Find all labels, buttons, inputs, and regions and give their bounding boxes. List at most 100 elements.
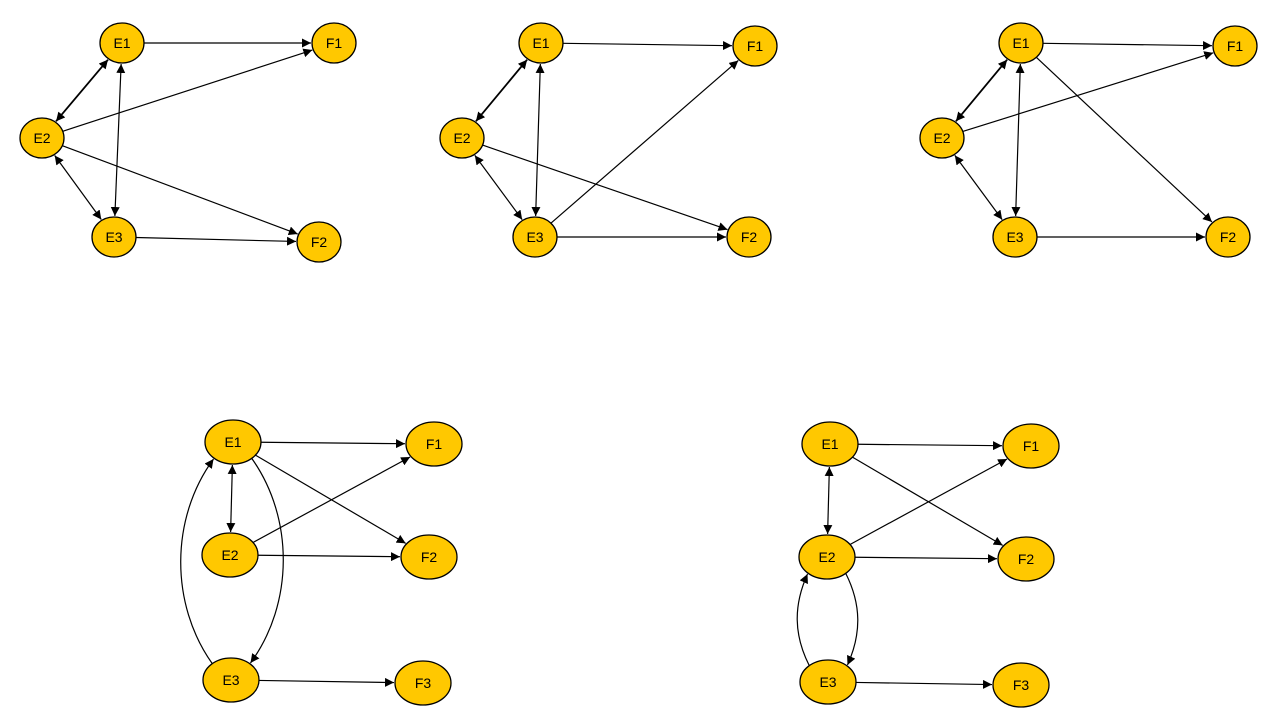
node-label: E1 bbox=[532, 35, 549, 51]
node-label: E3 bbox=[105, 229, 122, 245]
node-e3: E3 bbox=[992, 216, 1038, 258]
edge-e2-e3 bbox=[54, 155, 102, 220]
node-f2: F2 bbox=[726, 216, 772, 258]
edge-e2-f2 bbox=[854, 554, 998, 564]
node-shape bbox=[992, 662, 1050, 708]
edge-e1-f1 bbox=[1042, 41, 1213, 51]
node-f2: F2 bbox=[1205, 216, 1251, 258]
node-f1: F1 bbox=[1002, 423, 1060, 469]
diagram-2-edges bbox=[474, 41, 739, 242]
edge-e3-f2 bbox=[135, 236, 297, 246]
node-label: F1 bbox=[326, 35, 343, 51]
edge-e2-f2 bbox=[62, 145, 298, 236]
node-e1: E1 bbox=[801, 421, 859, 467]
node-shape bbox=[394, 660, 452, 706]
node-e3: E3 bbox=[202, 657, 260, 703]
edge-e2-f2 bbox=[257, 552, 401, 562]
node-shape bbox=[202, 657, 260, 703]
node-label: E3 bbox=[526, 229, 543, 245]
node-shape bbox=[296, 221, 342, 263]
edge-e2-e1 bbox=[475, 59, 528, 122]
edge-e1-f1 bbox=[562, 41, 733, 51]
node-label: F2 bbox=[311, 234, 328, 250]
node-shape bbox=[201, 532, 259, 578]
node-label: E2 bbox=[818, 549, 835, 565]
node-shape bbox=[799, 659, 857, 705]
edge-e1-f2 bbox=[1035, 56, 1213, 223]
edge-e3-f1 bbox=[550, 60, 739, 224]
node-f3: F3 bbox=[992, 662, 1050, 708]
edge-e2-e3 bbox=[845, 573, 859, 666]
edge-e1-f1 bbox=[857, 441, 1003, 451]
edge-e1-e3 bbox=[1011, 63, 1025, 217]
node-label: F3 bbox=[415, 675, 432, 691]
node-e2: E2 bbox=[798, 534, 856, 580]
edge-e2-e3 bbox=[954, 155, 1003, 220]
node-label: E3 bbox=[819, 674, 836, 690]
node-shape bbox=[19, 117, 65, 159]
node-f2: F2 bbox=[997, 536, 1055, 582]
node-e1: E1 bbox=[99, 22, 145, 64]
node-e3: E3 bbox=[799, 659, 857, 705]
edge-e2-f1 bbox=[62, 48, 313, 132]
node-label: E3 bbox=[222, 672, 239, 688]
node-f1: F1 bbox=[732, 25, 778, 67]
node-shape bbox=[726, 216, 772, 258]
node-f1: F1 bbox=[405, 421, 463, 467]
node-shape bbox=[732, 25, 778, 67]
edge-e1-e2 bbox=[823, 466, 834, 535]
edge-e1-e2 bbox=[226, 464, 237, 533]
node-shape bbox=[91, 216, 137, 258]
node-shape bbox=[99, 22, 145, 64]
node-label: F2 bbox=[1018, 551, 1035, 567]
node-shape bbox=[992, 216, 1038, 258]
edge-e1-f2 bbox=[852, 456, 1004, 546]
node-shape bbox=[439, 117, 485, 159]
node-f1: F1 bbox=[311, 22, 357, 64]
node-e3: E3 bbox=[91, 216, 137, 258]
node-label: E2 bbox=[221, 547, 238, 563]
node-shape bbox=[512, 216, 558, 258]
node-e1: E1 bbox=[204, 419, 262, 465]
node-shape bbox=[400, 534, 458, 580]
node-label: E2 bbox=[33, 130, 50, 146]
node-label: E2 bbox=[933, 130, 950, 146]
edge-e1-e3 bbox=[249, 458, 284, 664]
edge-e3-e2 bbox=[796, 573, 810, 666]
node-e2: E2 bbox=[919, 117, 965, 159]
node-label: F1 bbox=[1023, 438, 1040, 454]
node-e1: E1 bbox=[518, 22, 564, 64]
node-shape bbox=[518, 22, 564, 64]
node-f2: F2 bbox=[296, 221, 342, 263]
edge-e2-e1 bbox=[955, 59, 1008, 122]
node-label: F2 bbox=[1220, 229, 1237, 245]
edge-e3-e1 bbox=[180, 458, 215, 664]
node-e2: E2 bbox=[19, 117, 65, 159]
node-label: F3 bbox=[1013, 677, 1030, 693]
edge-e2-f2 bbox=[482, 144, 728, 231]
node-label: E1 bbox=[821, 436, 838, 452]
edge-e1-f1 bbox=[260, 439, 406, 449]
diagram-4-edges bbox=[180, 439, 411, 687]
node-f3: F3 bbox=[394, 660, 452, 706]
node-shape bbox=[405, 421, 463, 467]
edge-e1-e3 bbox=[110, 63, 126, 217]
edge-e2-f1 bbox=[962, 51, 1214, 133]
diagram-5-edges bbox=[796, 441, 1008, 689]
edge-e2-f1 bbox=[849, 458, 1008, 546]
node-shape bbox=[1205, 216, 1251, 258]
node-e1: E1 bbox=[998, 22, 1044, 64]
node-label: E3 bbox=[1006, 229, 1023, 245]
node-shape bbox=[1002, 423, 1060, 469]
edge-e2-e3 bbox=[474, 155, 523, 220]
edge-e2-e1 bbox=[55, 59, 109, 122]
node-shape bbox=[798, 534, 856, 580]
node-f1: F1 bbox=[1212, 25, 1258, 67]
node-shape bbox=[311, 22, 357, 64]
node-shape bbox=[998, 22, 1044, 64]
